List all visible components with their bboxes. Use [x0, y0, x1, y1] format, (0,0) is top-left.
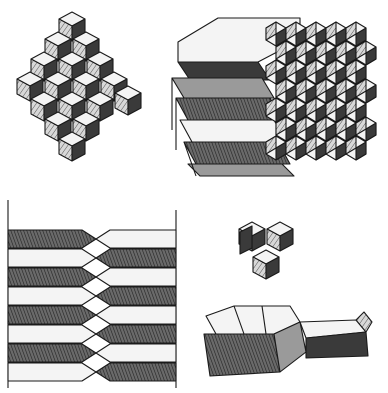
prism-layer-left [8, 249, 96, 267]
prism-bundle-end-faces [266, 22, 376, 160]
prism-layer-right [96, 268, 176, 286]
figure-elongated-prism-crystal [204, 306, 372, 376]
prism-layer-right [96, 249, 176, 267]
hexagon-face [326, 136, 346, 160]
prism-layer-left [8, 325, 96, 343]
prism-layer-right [96, 325, 176, 343]
prism-layers [8, 230, 176, 381]
cube-unit [59, 132, 85, 161]
prism-layer-left [8, 230, 96, 248]
hexagon-face [266, 136, 286, 160]
prism-layer-right [96, 230, 176, 248]
cube-unit [115, 86, 141, 115]
hexagon-face [346, 136, 366, 160]
prism-layer-right [96, 344, 176, 362]
prism-layer-right [96, 363, 176, 381]
figure-stepped-cube-aggregate [17, 12, 141, 161]
figure-three-cube-cluster [239, 222, 293, 279]
prism-layer-right [96, 287, 176, 305]
prism-layer-left [8, 344, 96, 362]
prism-layer-left [8, 363, 96, 381]
prism-layer-left [8, 287, 96, 305]
figure-hexagonal-prism-bundle [172, 18, 376, 176]
prism-layer-right [96, 306, 176, 324]
hexagon-face [286, 136, 306, 160]
figure-stacked-prism-layers [8, 200, 176, 388]
prism-layer-left [8, 268, 96, 286]
prism-layer-left [8, 306, 96, 324]
hexagon-face [306, 136, 326, 160]
